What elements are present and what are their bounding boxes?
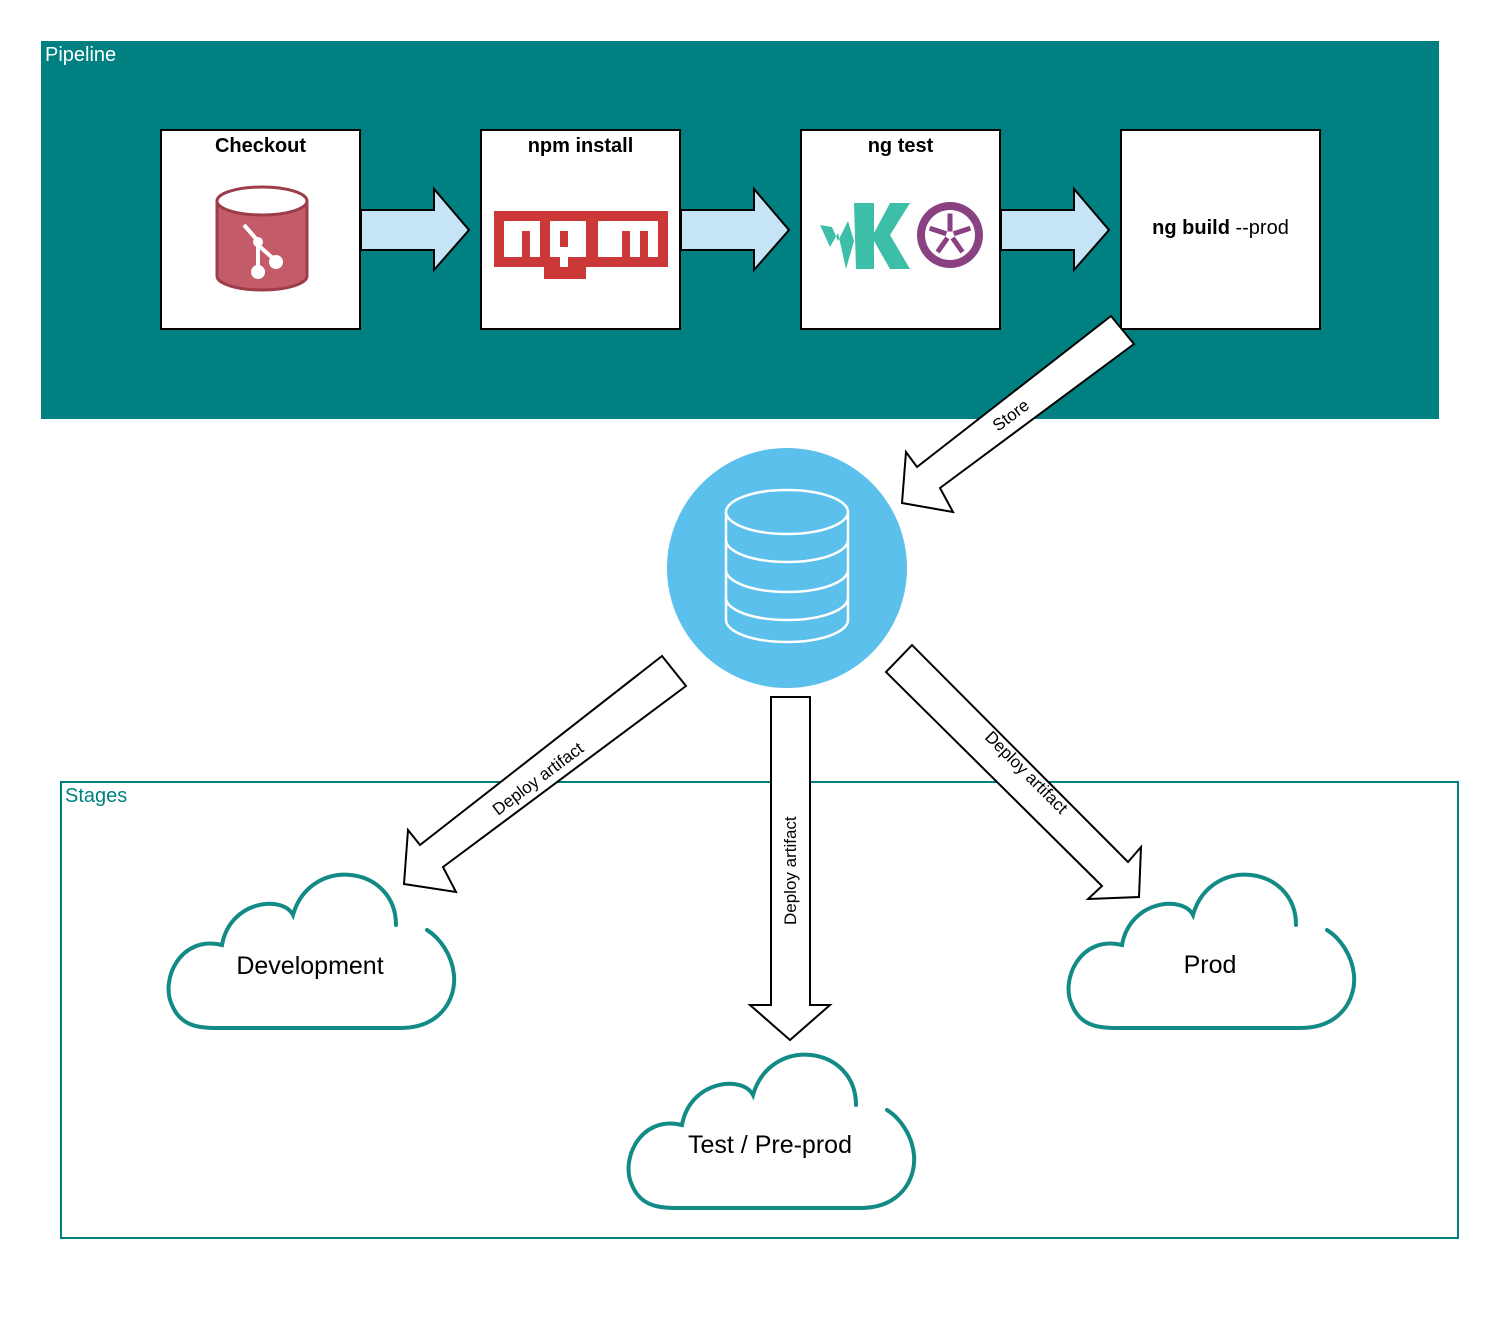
jasmine-logo-icon <box>917 202 983 268</box>
step-title-flag: --prod <box>1229 217 1289 239</box>
deploy-label-test: Deploy artifact <box>781 816 800 925</box>
artifact-repository <box>667 448 907 688</box>
arrow-checkout-to-npm <box>360 186 471 273</box>
arrow-deploy-development <box>402 654 688 894</box>
step-ng-build[interactable]: ng build --prod <box>1120 129 1321 330</box>
step-npm-install[interactable]: npm install <box>480 129 681 330</box>
stages-container <box>60 781 1459 1239</box>
npm-logo-icon <box>494 211 668 279</box>
cloud-label-prod: Prod <box>1183 951 1237 979</box>
karma-jasmine-logos-icon <box>820 202 983 269</box>
stages-label: Stages <box>65 785 128 807</box>
arrow-deploy-prod <box>884 643 1143 901</box>
step-title: ng test <box>867 135 934 157</box>
arrow-npm-to-test <box>680 186 791 273</box>
git-repo-icon <box>215 185 309 292</box>
pipeline-label: Pipeline <box>45 44 117 66</box>
arrow-deploy-test <box>747 696 833 1042</box>
cloud-label-test: Test / Pre-prod <box>688 1131 852 1159</box>
cloud-label-development: Development <box>236 952 384 980</box>
step-title: Checkout <box>214 135 307 157</box>
karma-logo-icon <box>820 203 910 269</box>
cloud-test <box>626 1052 917 1211</box>
step-ng-test[interactable]: ng test <box>800 129 1001 330</box>
arrow-test-to-build <box>1000 186 1111 273</box>
database-icon <box>724 488 850 644</box>
step-title: ng build --prod <box>1122 217 1319 240</box>
cloud-prod <box>1066 872 1357 1031</box>
step-title-command: ng build <box>1152 217 1230 239</box>
cloud-development <box>166 872 457 1031</box>
step-title: npm install <box>527 135 634 157</box>
arrow-store <box>900 314 1136 514</box>
